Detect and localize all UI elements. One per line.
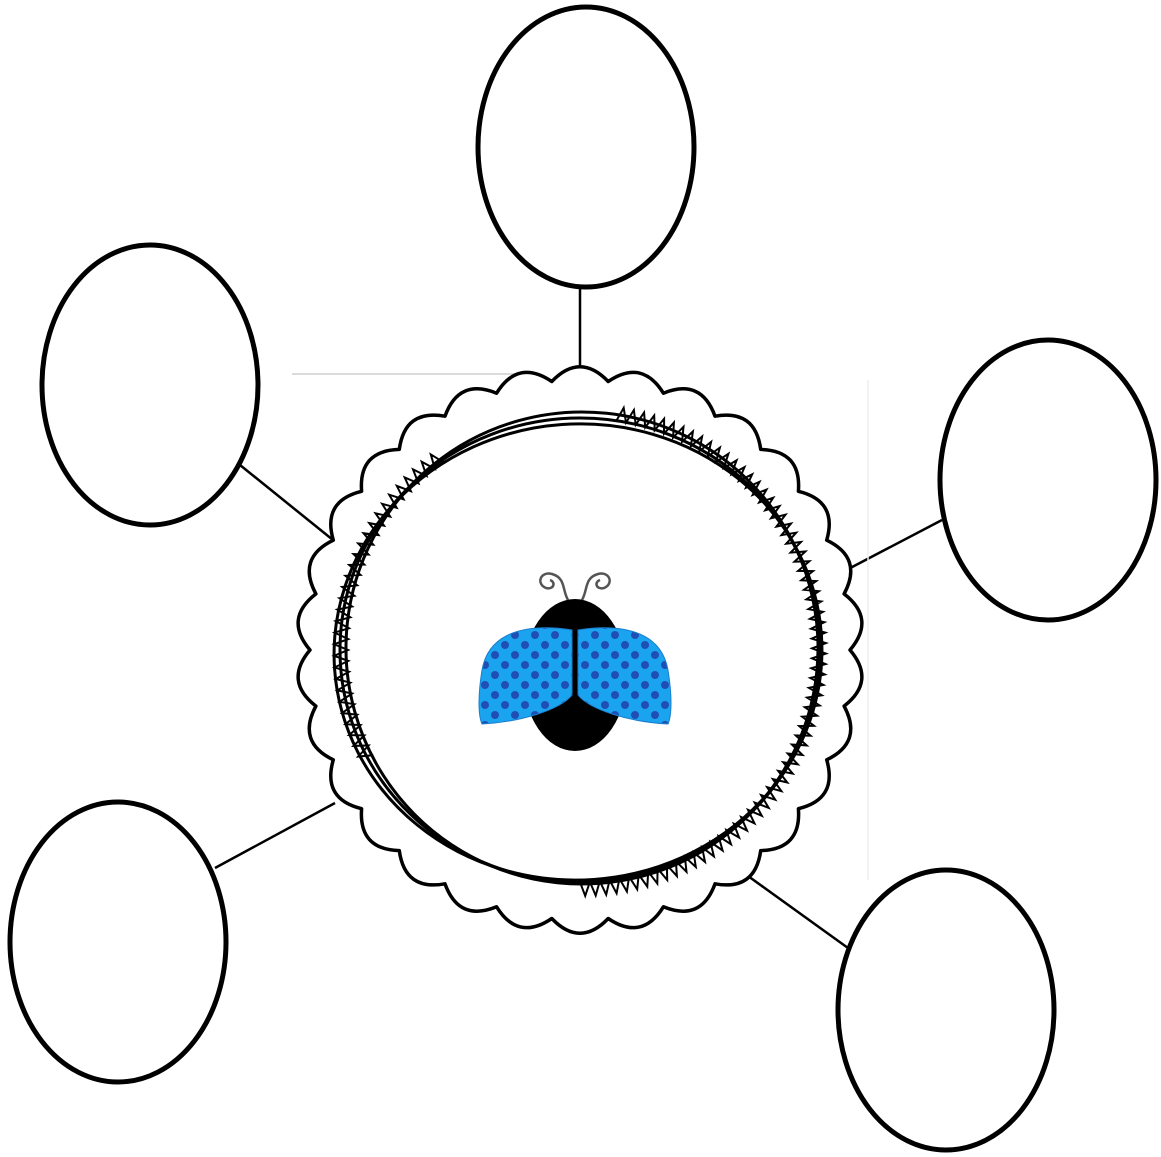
outer-bubble-left-lower[interactable] <box>10 802 226 1082</box>
ladybug-icon <box>470 562 682 752</box>
outer-bubble-left-upper[interactable] <box>42 245 258 525</box>
connector-line-left-upper <box>240 465 333 540</box>
center-bubble[interactable] <box>298 367 862 934</box>
connector-line-left-lower <box>215 803 335 868</box>
connector-line-bottom-right <box>748 876 848 948</box>
outer-bubble-bottom-right[interactable] <box>838 870 1054 1150</box>
outer-bubble-right[interactable] <box>940 340 1156 620</box>
outer-bubble-top[interactable] <box>478 7 694 287</box>
